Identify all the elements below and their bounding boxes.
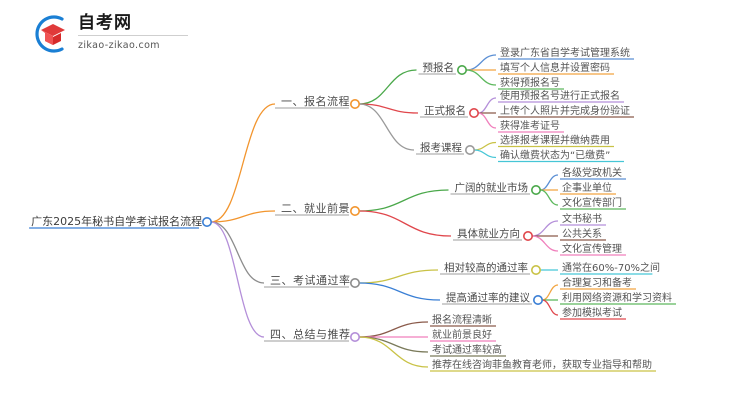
mindmap-link — [473, 149, 497, 159]
subbranch-label[interactable]: 相对较高的通过率 — [444, 261, 528, 274]
mindmap-link — [531, 235, 559, 252]
leaf-label[interactable]: 确认缴费状态为“已缴费” — [500, 149, 610, 162]
mindmap-link — [210, 103, 276, 223]
subbranch-node[interactable] — [468, 108, 479, 119]
mindmap-link — [358, 321, 429, 338]
leaf-label[interactable]: 登录广东省自学考试管理系统 — [500, 46, 630, 59]
mindmap-link — [358, 210, 452, 237]
leaf-label[interactable]: 上传个人照片并完成身份验证 — [500, 104, 630, 117]
leaf-label[interactable]: 选择报考课程并缴纳费用 — [500, 134, 610, 147]
subbranch-node[interactable] — [522, 231, 533, 242]
leaf-label[interactable]: 使用预报名号进行正式报名 — [500, 89, 620, 102]
mindmap-link — [477, 97, 497, 114]
leaf-label[interactable]: 公共关系 — [562, 227, 602, 240]
mindmap-link — [358, 336, 429, 368]
leaf-label[interactable]: 就业前景良好 — [432, 328, 492, 341]
mindmap-links — [210, 54, 559, 368]
subbranch-node[interactable] — [532, 294, 543, 305]
subbranch-node[interactable] — [464, 145, 475, 156]
subbranch-label[interactable]: 正式报名 — [424, 104, 466, 117]
subbranch-node[interactable] — [530, 185, 541, 196]
leaf-label[interactable]: 获得预报名号 — [500, 76, 560, 89]
leaf-label[interactable]: 各级党政机关 — [562, 166, 622, 179]
site-logo[interactable]: 自考网 zikao-zikao.com — [28, 10, 188, 56]
leaf-label[interactable]: 推荐在线咨询菲鱼教育老师，获取专业指导和帮助 — [432, 358, 652, 371]
subbranch-node[interactable] — [530, 264, 541, 275]
leaf-label[interactable]: 填写个人信息并设置密码 — [500, 61, 610, 74]
mindmap-link — [465, 69, 497, 86]
mindmap-link — [358, 189, 449, 212]
subbranch-node[interactable] — [456, 65, 467, 76]
branch-label-2[interactable]: 二、就业前景 — [281, 201, 350, 215]
subbranch-label[interactable]: 具体就业方向 — [457, 227, 520, 240]
branch-node-2[interactable] — [349, 206, 360, 217]
branch-node-3[interactable] — [349, 277, 360, 288]
mindmap-link — [539, 189, 559, 206]
leaf-label[interactable]: 获得准考证号 — [500, 120, 560, 132]
leaf-label[interactable]: 合理复习和备考 — [562, 276, 632, 289]
leaf-label[interactable]: 参加模拟考试 — [562, 306, 622, 319]
branch-label-4[interactable]: 四、总结与推荐 — [270, 327, 351, 341]
mindmap-underlines — [29, 58, 676, 372]
mindmap-link — [477, 112, 497, 129]
leaf-label[interactable]: 文化宣传管理 — [562, 242, 622, 255]
leaf-label[interactable]: 通常在60%-70%之间 — [562, 261, 660, 274]
root-node[interactable] — [202, 217, 213, 228]
logo-title: 自考网 — [78, 12, 188, 36]
subbranch-label[interactable]: 提高通过率的建议 — [446, 291, 530, 304]
leaf-label[interactable]: 文化宣传部门 — [562, 196, 622, 209]
mindmap-link — [358, 336, 429, 353]
mindmap-link — [210, 221, 265, 284]
mindmap-nodes[interactable] — [202, 65, 543, 342]
mindmap-link — [210, 221, 265, 338]
subbranch-label[interactable]: 广阔的就业市场 — [455, 181, 529, 194]
mindmap-link — [210, 210, 276, 223]
logo-domain: zikao-zikao.com — [78, 40, 160, 51]
logo-wordmark: 自考网 zikao-zikao.com — [78, 12, 188, 56]
leaf-label[interactable]: 企事业单位 — [562, 181, 612, 194]
branch-node-1[interactable] — [349, 99, 360, 110]
leaf-label[interactable]: 文书秘书 — [562, 212, 602, 225]
mindmap-link — [358, 69, 417, 105]
subbranch-label[interactable]: 报考课程 — [420, 141, 462, 154]
branch-label-3[interactable]: 三、考试通过率 — [270, 273, 351, 287]
mindmap-link — [531, 220, 559, 237]
subbranch-label[interactable]: 预报名 — [423, 61, 455, 74]
leaf-label[interactable]: 考试通过率较高 — [432, 343, 502, 356]
mindmap-link — [539, 174, 559, 191]
branch-node-4[interactable] — [349, 331, 360, 342]
leaf-label[interactable]: 报名流程清晰 — [432, 313, 492, 326]
mindmap-labels[interactable]: 广东2025年秘书自学考试报名流程 一、报名流程 预报名 登录广东省自学考试管理系统填… — [31, 46, 672, 371]
mindmap-link — [541, 299, 559, 316]
mindmap-link — [473, 141, 497, 151]
mindmap-link — [358, 103, 415, 151]
mindmap-link — [358, 103, 419, 114]
mindmap-link — [358, 269, 439, 284]
mindmap-link — [541, 284, 559, 301]
leaf-label[interactable]: 利用网络资源和学习资料 — [562, 291, 672, 304]
root-node-label[interactable]: 广东2025年秘书自学考试报名流程 — [31, 214, 202, 228]
mindmap-link — [358, 282, 441, 301]
branch-label-1[interactable]: 一、报名流程 — [281, 94, 350, 108]
graduation-cap-icon — [35, 15, 65, 53]
mindmap-link — [465, 54, 497, 71]
